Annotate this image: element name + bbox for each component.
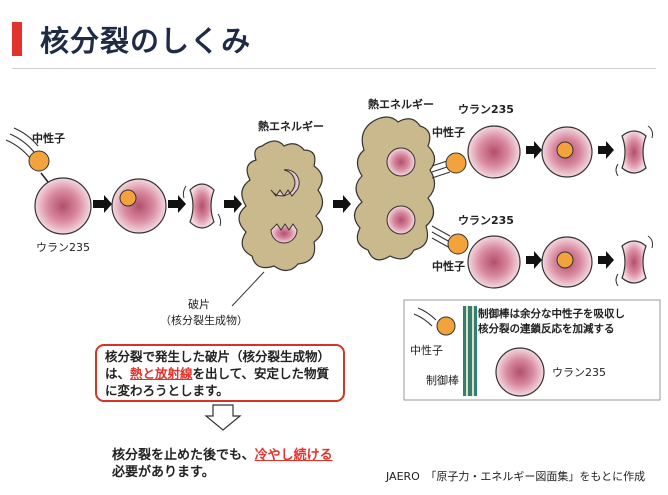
page-title: 核分裂のしくみ <box>40 24 252 58</box>
fragment-nucleus-1b <box>270 223 298 244</box>
fragment-nucleus-2b <box>386 205 416 235</box>
control-panel-uranium-label: ウラン235 <box>552 366 606 379</box>
vibration-marks-bottom <box>615 235 653 287</box>
vibration-marks-top <box>615 125 653 177</box>
cooling-note-line-2: 必要があります。 <box>112 465 215 480</box>
cooling-note-line-1: 核分裂を止めた後でも、冷やし続ける <box>112 447 333 464</box>
fragment-callout: 核分裂で発生した破片（核分裂生成物） は、熱と放射線を出して、安定した物質 に変… <box>95 344 345 402</box>
vibration-marks-1 <box>182 185 222 227</box>
source-credit: JAERO 「原子力・エネルギー図面集」をもとに作成 <box>386 470 646 483</box>
absorbed-neutron-top <box>556 141 574 159</box>
uranium-label-top: ウラン235 <box>458 103 514 116</box>
control-panel-text-line1: 制御棒は余分な中性子を吸収し <box>478 308 625 320</box>
cooling-note-highlight: 冷やし続ける <box>254 448 333 463</box>
control-panel-uranium <box>495 347 545 397</box>
callout-line-2a: は、 <box>105 366 131 381</box>
uranium-label-bottom: ウラン235 <box>458 214 514 227</box>
title-bar: 核分裂のしくみ <box>0 0 668 70</box>
uranium-nucleus-top-1 <box>467 125 521 179</box>
callout-highlight: 熱と放射線 <box>130 366 193 381</box>
deforming-nucleus-bottom <box>621 240 647 284</box>
step-arrow-2 <box>168 195 186 213</box>
control-panel-text-line2: 核分裂の連鎖反応を加減する <box>478 323 615 335</box>
neutron-1 <box>28 150 50 172</box>
control-rod-label: 制御棒 <box>426 373 459 387</box>
uranium-nucleus-1 <box>34 177 92 235</box>
fragment-nucleus-2a <box>386 147 416 177</box>
step-arrow-top-1 <box>526 141 542 159</box>
neutron-top <box>445 152 467 174</box>
step-arrow-bottom-2 <box>598 251 614 269</box>
fragment-cloud-1 <box>238 140 324 272</box>
neutron-arrow <box>40 172 49 183</box>
uranium-label-1: ウラン235 <box>36 241 90 254</box>
emitted-neutron-lines-bottom <box>431 225 451 249</box>
incoming-neutron-lines <box>5 127 39 159</box>
step-arrow-3 <box>224 195 242 213</box>
neutron-label-1: 中性子 <box>32 131 65 145</box>
absorbed-neutron-bottom <box>556 251 574 269</box>
deforming-nucleus-top <box>621 130 647 174</box>
callout-line-2: は、熱と放射線を出して、安定した物質 <box>105 365 335 382</box>
control-panel-neutron-lines <box>413 307 437 327</box>
fragment-nucleus-1a <box>270 169 300 197</box>
down-arrow <box>204 404 242 431</box>
step-arrow-top-2 <box>598 141 614 159</box>
callout-line-3: に変わろうとします。 <box>105 383 229 398</box>
callout-line-2b: を出して、安定した物質 <box>192 366 330 381</box>
fragment-cloud-2 <box>353 116 436 261</box>
title-accent-bar <box>12 22 22 56</box>
control-panel-neutron <box>436 316 456 336</box>
deforming-nucleus <box>189 183 215 229</box>
neutron-label-bottom: 中性子 <box>432 259 465 273</box>
neutron-bottom <box>447 233 469 255</box>
control-panel-neutron-label: 中性子 <box>410 343 443 357</box>
step-arrow-4 <box>333 195 351 213</box>
fragment-leader-line <box>231 271 265 307</box>
cooling-note-text: 核分裂を止めた後でも、 <box>112 448 255 463</box>
heat-energy-label-2: 熱エネルギー <box>368 97 434 111</box>
neutron-label-top: 中性子 <box>432 125 465 139</box>
uranium-nucleus-2 <box>111 178 167 234</box>
fragment-label-1: 破片 <box>188 297 210 311</box>
control-panel-text: 制御棒は余分な中性子を吸収し 核分裂の連鎖反応を加減する <box>478 307 625 337</box>
step-arrow-1 <box>93 195 112 213</box>
fragment-label-2: （核分裂生成物） <box>160 313 248 327</box>
absorbed-neutron <box>119 189 137 207</box>
cooling-note: 核分裂を止めた後でも、冷やし続ける 必要があります。 <box>112 447 333 481</box>
callout-line-1: 核分裂で発生した破片（核分裂生成物） <box>105 349 331 364</box>
title-divider <box>12 68 656 69</box>
step-arrow-bottom-1 <box>526 251 542 269</box>
uranium-nucleus-bottom-1 <box>467 235 521 289</box>
heat-energy-label-1: 熱エネルギー <box>258 119 324 133</box>
control-rod <box>463 306 477 396</box>
